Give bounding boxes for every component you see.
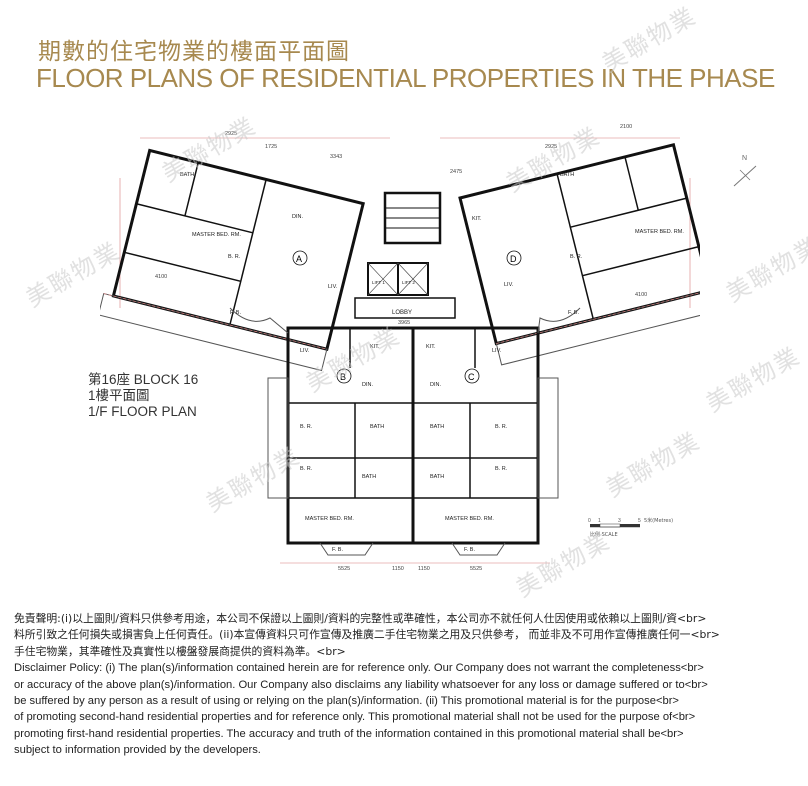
room-label: F. B. bbox=[464, 547, 475, 553]
disclaimer: 免責聲明:(i)以上圖則/資料只供參考用途，本公司不保證以上圖則/資料的完整性或… bbox=[14, 611, 804, 759]
block-name: 第16座 BLOCK 16 bbox=[88, 372, 199, 387]
room-label: BATH bbox=[430, 474, 444, 480]
scale-label: 比例 SCALE bbox=[590, 531, 618, 538]
room-label: MASTER BED. RM. bbox=[635, 229, 684, 235]
unit-label-d: D bbox=[510, 254, 517, 264]
scale-tick: 0 bbox=[588, 518, 591, 524]
dimension-label: 1150 bbox=[392, 566, 404, 572]
room-label: B. R. bbox=[495, 466, 508, 472]
room-label: MASTER BED. RM. bbox=[305, 516, 354, 522]
room-label: B. R. bbox=[300, 466, 313, 472]
floor-name-chinese: 1樓平面圖 bbox=[88, 388, 150, 403]
north-label: N bbox=[742, 155, 748, 162]
dimension-label: 1150 bbox=[418, 566, 430, 572]
core-lobby bbox=[354, 191, 456, 319]
floor-plan: A B C D DIN. LIV. BATH B. R. MASTER BED.… bbox=[100, 118, 700, 578]
room-label: F. B. bbox=[230, 310, 241, 316]
floor-name-english: 1/F FLOOR PLAN bbox=[88, 404, 197, 419]
unit-label-a: A bbox=[296, 254, 302, 264]
dimension-label: 4100 bbox=[155, 274, 167, 280]
lobby-label: LOBBY bbox=[392, 310, 412, 316]
watermark: 美聯物業 bbox=[721, 231, 808, 308]
lift-1-label: LIFT 1 bbox=[372, 280, 385, 285]
dimension-label: 2475 bbox=[450, 169, 462, 175]
disclaimer-line: subject to information provided by the d… bbox=[14, 744, 261, 757]
unit-d-wing bbox=[458, 142, 700, 366]
dimension-label: 2100 bbox=[620, 124, 632, 130]
dimension-label: 5525 bbox=[470, 566, 482, 572]
room-label: KIT. bbox=[370, 344, 380, 350]
room-label: LIV. bbox=[492, 348, 502, 354]
disclaimer-line: 免責聲明:(i)以上圖則/資料只供參考用途，本公司不保證以上圖則/資料的完整性或… bbox=[14, 612, 707, 625]
room-label: LIV. bbox=[300, 348, 310, 354]
unit-c bbox=[411, 326, 559, 556]
room-label: F. B. bbox=[568, 310, 579, 316]
dimension-label: 2925 bbox=[225, 131, 237, 137]
room-label: B. R. bbox=[300, 424, 313, 430]
room-label: LIV. bbox=[504, 282, 514, 288]
room-label: DIN. bbox=[362, 382, 373, 388]
room-label: KIT. bbox=[426, 344, 436, 350]
watermark: 美聯物業 bbox=[701, 341, 806, 418]
disclaimer-line: Disclaimer Policy: (i) The plan(s)/infor… bbox=[14, 662, 704, 675]
room-label: BATH bbox=[430, 424, 444, 430]
dimension-label: 3343 bbox=[330, 154, 342, 160]
room-label: BATH bbox=[560, 172, 574, 178]
disclaimer-line: promoting first-hand residential propert… bbox=[14, 727, 684, 740]
scale-unit: 5米(Metres) bbox=[644, 517, 673, 524]
disclaimer-line: of promoting second-hand residential pro… bbox=[14, 711, 696, 724]
floor-plan-drawing: A B C D DIN. LIV. BATH B. R. MASTER BED.… bbox=[100, 124, 700, 572]
block-label: 第16座 BLOCK 16 1樓平面圖 1/F FLOOR PLAN bbox=[88, 372, 198, 420]
room-label: MASTER BED. RM. bbox=[192, 232, 241, 238]
scale-tick: 1 bbox=[598, 518, 601, 524]
room-label: B. R. bbox=[570, 254, 583, 260]
room-label: DIN. bbox=[430, 382, 441, 388]
room-label: LIV. bbox=[328, 284, 338, 290]
unit-a-wing bbox=[100, 148, 365, 372]
room-label: B. R. bbox=[228, 254, 241, 260]
page-title-chinese: 期數的住宅物業的樓面平面圖 bbox=[38, 39, 350, 65]
dimension-label: 2925 bbox=[545, 144, 557, 150]
page-title-english: FLOOR PLANS OF RESIDENTIAL PROPERTIES IN… bbox=[36, 63, 775, 93]
scale-bar: 0 1 3 5 5米(Metres) 比例 SCALE bbox=[588, 517, 673, 538]
scale-tick: 3 bbox=[618, 518, 621, 524]
scale-tick: 5 bbox=[638, 518, 641, 524]
room-label: KIT. bbox=[472, 216, 482, 222]
disclaimer-line: 料所引致之任何損失或損害負上任何責任。(ii)本宣傳資料只可作宣傳及推廣二手住宅… bbox=[14, 628, 720, 642]
disclaimer-line: or accuracy of the above plan(s)/informa… bbox=[14, 678, 708, 691]
lift-2-label: LIFT 2 bbox=[402, 280, 415, 285]
dimension-label: 5525 bbox=[338, 566, 350, 572]
north-arrow-icon bbox=[733, 165, 757, 187]
unit-label-b: B bbox=[340, 372, 346, 382]
room-label: F. B. bbox=[332, 547, 343, 553]
room-labels: DIN. LIV. BATH B. R. MASTER BED. RM. KIT… bbox=[180, 172, 684, 553]
dimension-labels: 2925 1725 3343 2475 2925 2100 5525 1150 … bbox=[155, 124, 647, 572]
dimension-label: 3965 bbox=[398, 320, 410, 326]
room-label: MASTER BED. RM. bbox=[445, 516, 494, 522]
disclaimer-line: be suffered by any person as a result of… bbox=[14, 695, 679, 708]
room-label: BATH bbox=[362, 474, 376, 480]
dimension-label: 4100 bbox=[635, 292, 647, 298]
disclaimer-line: 手住宅物業，其準確性及真實性以樓盤發展商提供的資料為準。<br> bbox=[14, 644, 346, 658]
room-label: BATH bbox=[180, 172, 194, 178]
room-label: BATH bbox=[370, 424, 384, 430]
room-label: DIN. bbox=[292, 214, 303, 220]
unit-label-c: C bbox=[468, 372, 475, 382]
dimension-label: 1725 bbox=[265, 144, 277, 150]
room-label: B. R. bbox=[495, 424, 508, 430]
